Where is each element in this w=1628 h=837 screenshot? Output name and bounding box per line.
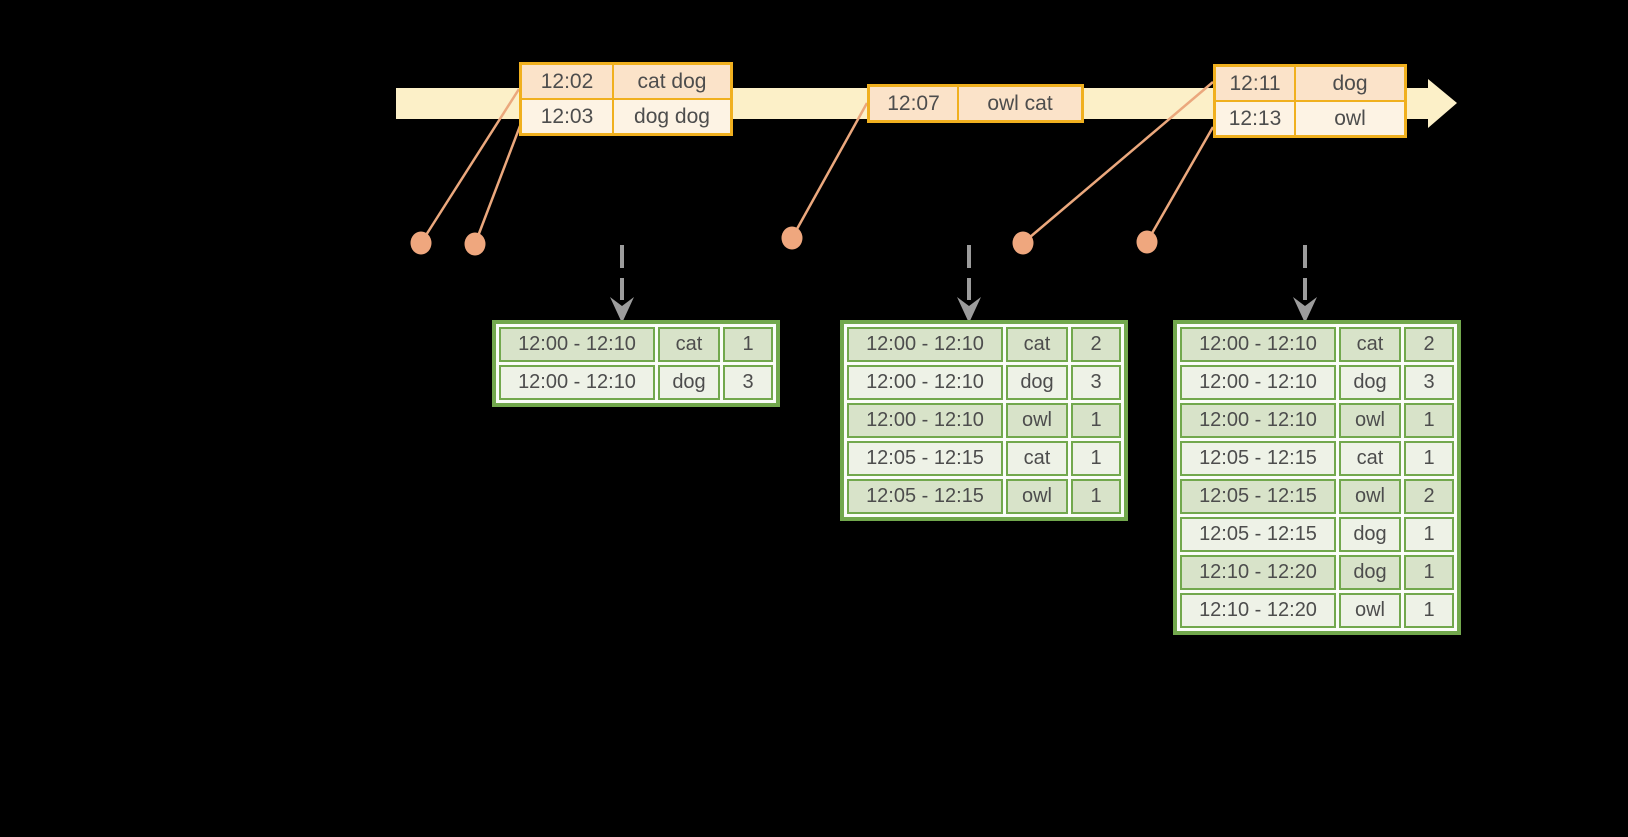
window-cell: 12:05 - 12:15: [847, 441, 1003, 476]
word-cell: dog: [1339, 555, 1401, 590]
arrow-down-icon: [610, 297, 634, 323]
word-cell: owl: [1006, 403, 1068, 438]
event-row: 12:11 dog: [1213, 64, 1407, 102]
count-cell: 1: [1071, 441, 1121, 476]
result-table-1: 12:00 - 12:10 cat 1 12:00 - 12:10 dog 3: [492, 320, 780, 407]
connector-line: [790, 102, 869, 239]
word-cell: cat: [1339, 441, 1401, 476]
event-dots: [410, 226, 1158, 256]
event-words-cell: dog dog: [612, 98, 733, 136]
timeline-arrowhead-icon: [1428, 79, 1457, 128]
count-cell: 1: [1404, 403, 1454, 438]
result-row: 12:00 - 12:10 cat 2: [1180, 327, 1454, 362]
connector-line: [473, 125, 522, 245]
window-cell: 12:05 - 12:15: [1180, 517, 1336, 552]
window-cell: 12:00 - 12:10: [847, 403, 1003, 438]
window-cell: 12:00 - 12:10: [1180, 327, 1336, 362]
window-cell: 12:10 - 12:20: [1180, 593, 1336, 628]
result-row: 12:05 - 12:15 dog 1: [1180, 517, 1454, 552]
result-row: 12:05 - 12:15 owl 1: [847, 479, 1121, 514]
window-cell: 12:05 - 12:15: [847, 479, 1003, 514]
event-dot: [1136, 230, 1158, 254]
event-dot: [464, 232, 486, 256]
result-row: 12:00 - 12:10 dog 3: [847, 365, 1121, 400]
count-cell: 3: [1404, 365, 1454, 400]
result-row: 12:00 - 12:10 dog 3: [499, 365, 773, 400]
result-row: 12:05 - 12:15 owl 2: [1180, 479, 1454, 514]
count-cell: 1: [1404, 593, 1454, 628]
result-row: 12:00 - 12:10 owl 1: [847, 403, 1121, 438]
count-cell: 1: [1404, 555, 1454, 590]
count-cell: 2: [1404, 327, 1454, 362]
arrow-down-icon: [1293, 297, 1317, 323]
event-time-cell: 12:07: [867, 84, 959, 123]
event-dot: [781, 226, 803, 250]
window-cell: 12:00 - 12:10: [499, 327, 655, 362]
event-row: 12:02 cat dog: [519, 62, 733, 100]
event-table-2: 12:07 owl cat: [867, 84, 1084, 123]
result-row: 12:00 - 12:10 owl 1: [1180, 403, 1454, 438]
result-table-3: 12:00 - 12:10 cat 2 12:00 - 12:10 dog 3 …: [1173, 320, 1461, 635]
window-cell: 12:10 - 12:20: [1180, 555, 1336, 590]
word-cell: dog: [1339, 517, 1401, 552]
window-cell: 12:00 - 12:10: [847, 327, 1003, 362]
count-cell: 3: [723, 365, 773, 400]
count-cell: 1: [723, 327, 773, 362]
event-row: 12:03 dog dog: [519, 98, 733, 136]
connector-line: [419, 88, 521, 244]
trigger-arrows: [610, 245, 1317, 323]
window-cell: 12:00 - 12:10: [1180, 403, 1336, 438]
word-cell: owl: [1339, 403, 1401, 438]
result-row: 12:00 - 12:10 cat 2: [847, 327, 1121, 362]
result-row: 12:05 - 12:15 cat 1: [847, 441, 1121, 476]
connector-line: [1145, 126, 1215, 243]
count-cell: 1: [1404, 441, 1454, 476]
result-row: 12:10 - 12:20 dog 1: [1180, 555, 1454, 590]
event-dot: [1012, 231, 1034, 255]
event-words-cell: dog: [1294, 64, 1407, 102]
event-table-1: 12:02 cat dog 12:03 dog dog: [519, 62, 733, 136]
event-time-cell: 12:03: [519, 98, 614, 136]
window-cell: 12:05 - 12:15: [1180, 479, 1336, 514]
word-cell: dog: [658, 365, 720, 400]
word-cell: dog: [1339, 365, 1401, 400]
result-table-2: 12:00 - 12:10 cat 2 12:00 - 12:10 dog 3 …: [840, 320, 1128, 521]
arrow-down-icon: [957, 297, 981, 323]
event-words-cell: owl cat: [957, 84, 1084, 123]
event-time-cell: 12:11: [1213, 64, 1296, 102]
result-row: 12:10 - 12:20 owl 1: [1180, 593, 1454, 628]
window-cell: 12:00 - 12:10: [847, 365, 1003, 400]
word-cell: cat: [1006, 327, 1068, 362]
event-time-cell: 12:13: [1213, 100, 1296, 138]
event-time-cell: 12:02: [519, 62, 614, 100]
event-row: 12:13 owl: [1213, 100, 1407, 138]
count-cell: 1: [1071, 403, 1121, 438]
word-cell: owl: [1339, 479, 1401, 514]
window-cell: 12:00 - 12:10: [499, 365, 655, 400]
count-cell: 3: [1071, 365, 1121, 400]
connector-line: [1022, 81, 1214, 244]
connector-lines: [419, 81, 1215, 245]
window-cell: 12:05 - 12:15: [1180, 441, 1336, 476]
result-row: 12:00 - 12:10 cat 1: [499, 327, 773, 362]
result-row: 12:05 - 12:15 cat 1: [1180, 441, 1454, 476]
word-cell: owl: [1339, 593, 1401, 628]
word-cell: cat: [1006, 441, 1068, 476]
event-dot: [410, 231, 432, 255]
word-cell: cat: [1339, 327, 1401, 362]
count-cell: 2: [1404, 479, 1454, 514]
word-cell: owl: [1006, 479, 1068, 514]
event-table-3: 12:11 dog 12:13 owl: [1213, 64, 1407, 138]
event-row: 12:07 owl cat: [867, 84, 1084, 123]
result-row: 12:00 - 12:10 dog 3: [1180, 365, 1454, 400]
window-cell: 12:00 - 12:10: [1180, 365, 1336, 400]
event-words-cell: cat dog: [612, 62, 733, 100]
word-cell: cat: [658, 327, 720, 362]
count-cell: 1: [1404, 517, 1454, 552]
event-words-cell: owl: [1294, 100, 1407, 138]
count-cell: 2: [1071, 327, 1121, 362]
count-cell: 1: [1071, 479, 1121, 514]
word-cell: dog: [1006, 365, 1068, 400]
